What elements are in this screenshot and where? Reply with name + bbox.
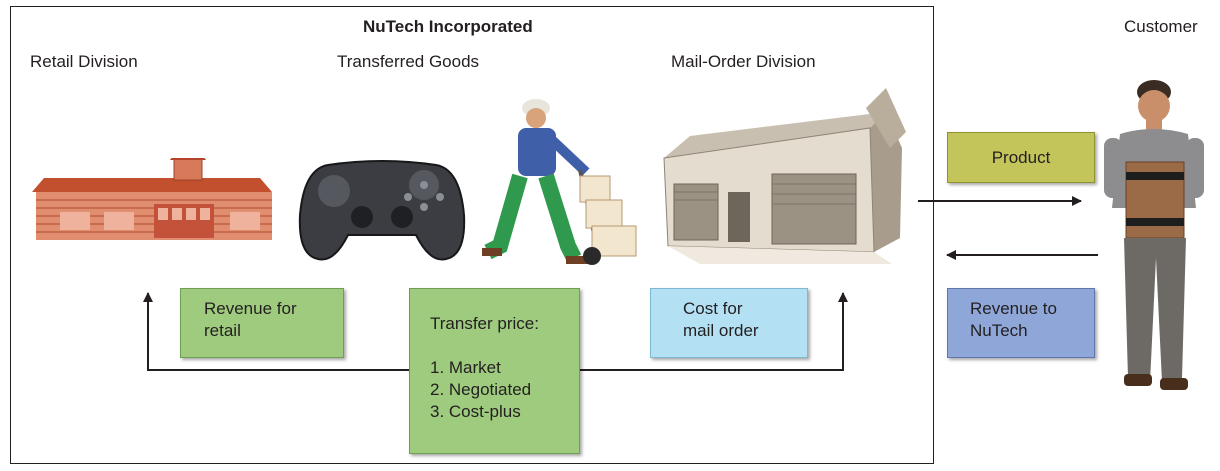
cost-for-mail-order-text: Cost for mail order	[683, 299, 759, 340]
nutech-frame	[10, 6, 934, 464]
revenue-for-retail-box: Revenue for retail	[180, 288, 344, 358]
transfer-method-market: 1. Market	[430, 358, 501, 377]
transfer-price-box: Transfer price: 1. Market 2. Negotiated …	[409, 288, 580, 454]
arrow-to-mail-order	[580, 292, 848, 371]
cost-for-mail-order-box: Cost for mail order	[650, 288, 808, 358]
arrow-to-retail	[143, 292, 410, 371]
transfer-method-negotiated: 2. Negotiated	[430, 380, 532, 399]
retail-store-image	[32, 158, 272, 240]
mail-order-division-label: Mail-Order Division	[671, 52, 816, 71]
customer-image	[1104, 80, 1204, 390]
customer-label: Customer	[1124, 17, 1198, 36]
diagram-title: NuTech Incorporated	[363, 17, 533, 36]
revenue-for-retail-text: Revenue for retail	[204, 299, 297, 340]
product-box: Product	[947, 132, 1095, 183]
warehouse-image	[663, 88, 906, 264]
revenue-to-nutech-text: Revenue to NuTech	[970, 299, 1057, 340]
transferred-goods-label: Transferred Goods	[337, 52, 480, 71]
product-text: Product	[991, 148, 1051, 167]
revenue-to-nutech-box: Revenue to NuTech	[947, 288, 1095, 358]
transfer-method-cost-plus: 3. Cost-plus	[430, 402, 521, 421]
retail-division-label: Retail Division	[30, 52, 138, 71]
game-controller-image	[298, 160, 466, 261]
transfer-price-heading: Transfer price:	[430, 314, 539, 333]
delivery-worker-image	[482, 99, 637, 265]
